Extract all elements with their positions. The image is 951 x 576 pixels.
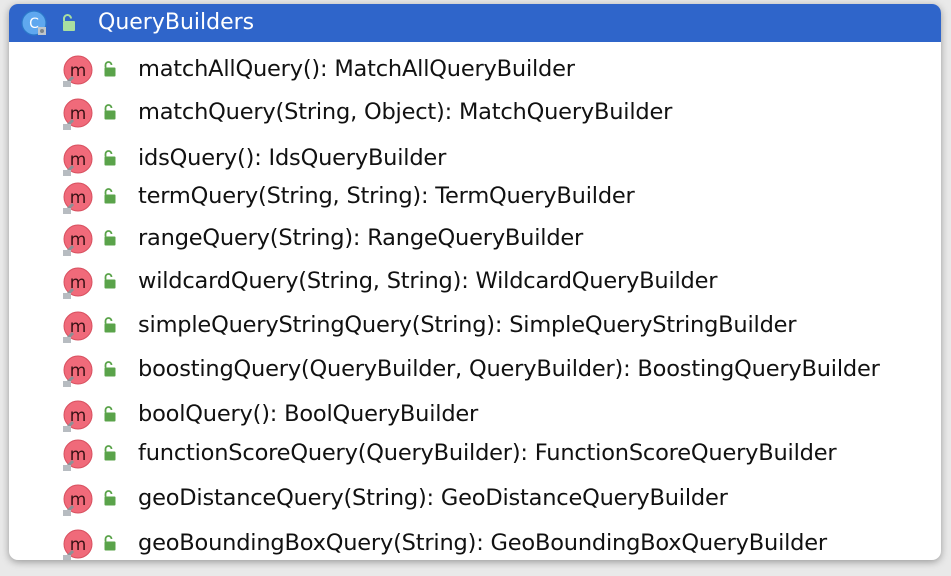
public-lock-icon — [104, 535, 116, 551]
method-icon: m — [63, 267, 93, 299]
method-signature: simpleQueryStringQuery(String): SimpleQu… — [138, 312, 797, 338]
method-row[interactable]: m simpleQueryStringQuery(String): SimpleQ… — [9, 305, 941, 345]
method-icon: m — [63, 439, 93, 471]
method-row[interactable]: m geoDistanceQuery(String): GeoDistanceQu… — [9, 478, 941, 518]
method-icon-letter: m — [70, 230, 87, 250]
class-node[interactable]: C QueryBuilders — [9, 4, 941, 42]
method-icon: m — [63, 224, 93, 256]
method-signature: idsQuery(): IdsQueryBuilder — [138, 145, 447, 171]
method-icon: m — [63, 311, 93, 343]
method-row[interactable]: m rangeQuery(String): RangeQueryBuilder — [9, 218, 941, 258]
method-row[interactable]: m boostingQuery(QueryBuilder, QueryBuilde… — [9, 349, 941, 389]
method-signature: geoDistanceQuery(String): GeoDistanceQue… — [138, 485, 728, 511]
public-lock-icon — [104, 104, 116, 120]
public-lock-icon — [104, 273, 116, 289]
method-row[interactable]: m matchQuery(String, Object): MatchQueryB… — [9, 92, 941, 132]
method-icon: m — [63, 355, 93, 387]
method-icon: m — [63, 400, 93, 432]
method-icon: m — [63, 55, 93, 87]
class-name-label: QueryBuilders — [98, 10, 255, 35]
method-row[interactable]: m matchAllQuery(): MatchAllQueryBuilder — [9, 49, 941, 89]
method-icon-letter: m — [70, 61, 87, 81]
method-signature: geoBoundingBoxQuery(String): GeoBounding… — [138, 530, 827, 556]
method-row[interactable]: m functionScoreQuery(QueryBuilder): Funct… — [9, 433, 941, 473]
method-row[interactable]: m termQuery(String, String): TermQueryBui… — [9, 176, 941, 216]
method-icon-letter: m — [70, 361, 87, 381]
method-signature: matchAllQuery(): MatchAllQueryBuilder — [138, 56, 575, 82]
method-icon-letter: m — [70, 535, 87, 555]
public-lock-icon — [104, 230, 116, 246]
method-signature: wildcardQuery(String, String): WildcardQ… — [138, 268, 718, 294]
method-icon-letter: m — [70, 490, 87, 510]
method-row[interactable]: m wildcardQuery(String, String): Wildcard… — [9, 261, 941, 301]
method-icon: m — [63, 98, 93, 130]
method-row[interactable]: m boolQuery(): BoolQueryBuilder — [9, 394, 941, 434]
method-icon-letter: m — [70, 188, 87, 208]
public-lock-icon — [104, 406, 116, 422]
method-icon: m — [63, 182, 93, 214]
method-icon-letter: m — [70, 445, 87, 465]
structure-panel: C QueryBuilders m matchAllQuery(): MatchA… — [9, 4, 941, 560]
public-lock-icon — [104, 61, 116, 77]
public-lock-icon — [104, 361, 116, 377]
method-signature: functionScoreQuery(QueryBuilder): Functi… — [138, 440, 837, 466]
public-lock-icon — [104, 150, 116, 166]
class-icon-letter: C — [29, 16, 39, 32]
method-signature: boostingQuery(QueryBuilder, QueryBuilder… — [138, 356, 880, 382]
public-lock-icon — [104, 188, 116, 204]
method-signature: termQuery(String, String): TermQueryBuil… — [138, 183, 635, 209]
method-icon-letter: m — [70, 273, 87, 293]
method-icon: m — [63, 484, 93, 516]
public-lock-icon — [104, 445, 116, 461]
method-signature: matchQuery(String, Object): MatchQueryBu… — [138, 99, 673, 125]
method-icon: m — [63, 144, 93, 176]
method-icon-letter: m — [70, 406, 87, 426]
public-lock-icon — [63, 14, 75, 31]
method-icon-letter: m — [70, 150, 87, 170]
method-row[interactable]: m geoBoundingBoxQuery(String): GeoBoundin… — [9, 523, 941, 560]
public-lock-icon — [104, 490, 116, 506]
method-icon: m — [63, 529, 93, 560]
method-icon-letter: m — [70, 104, 87, 124]
class-icon: C — [21, 10, 47, 36]
public-lock-icon — [104, 317, 116, 333]
method-row[interactable]: m idsQuery(): IdsQueryBuilder — [9, 138, 941, 178]
method-icon-letter: m — [70, 317, 87, 337]
method-signature: rangeQuery(String): RangeQueryBuilder — [138, 225, 584, 251]
method-signature: boolQuery(): BoolQueryBuilder — [138, 401, 479, 427]
